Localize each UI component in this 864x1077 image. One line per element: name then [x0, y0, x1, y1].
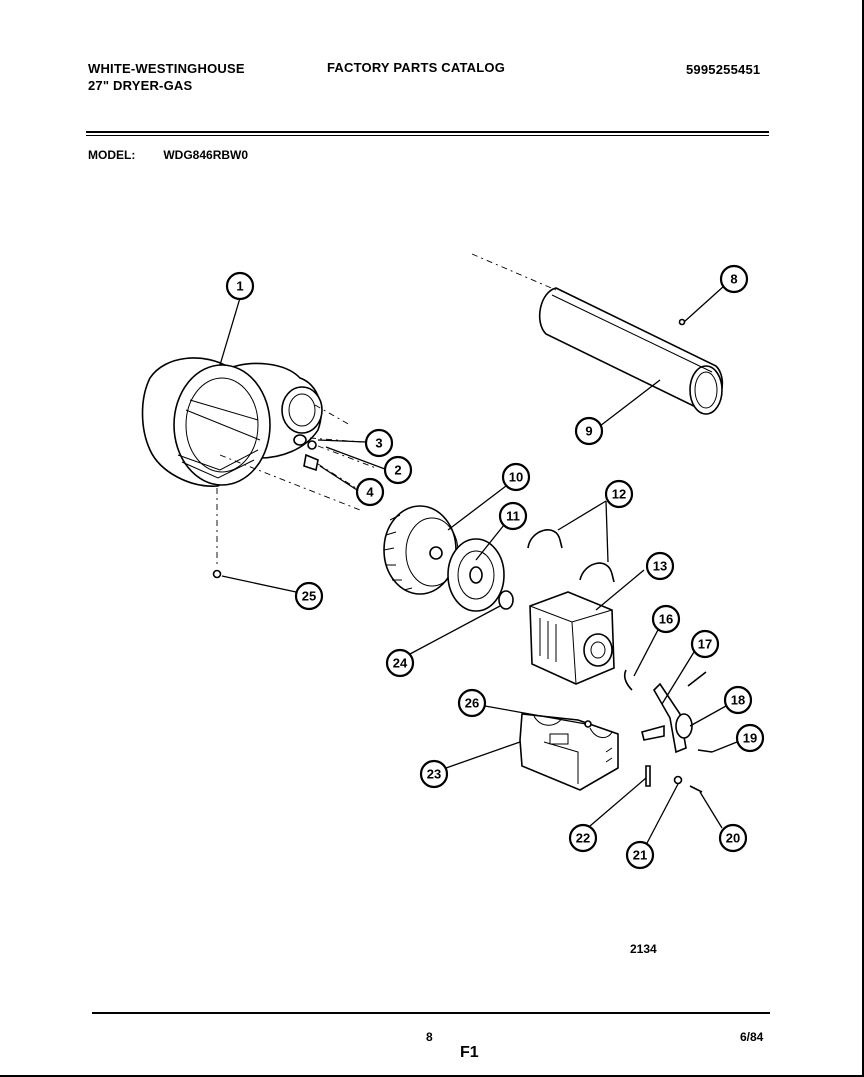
drive-motor: [529, 591, 615, 685]
model-number: WDG846RBW0: [163, 148, 249, 162]
callout-20: 20: [718, 823, 748, 853]
header-left: WHITE-WESTINGHOUSE 27" DRYER-GAS: [88, 60, 245, 94]
brand-name: WHITE-WESTINGHOUSE: [88, 61, 245, 76]
svg-text:10: 10: [509, 470, 523, 485]
callout-12: 12: [604, 479, 634, 509]
svg-text:23: 23: [427, 767, 441, 782]
callout-25: 25: [294, 581, 324, 611]
svg-text:22: 22: [576, 831, 590, 846]
idler-assembly: [641, 671, 707, 754]
svg-text:1: 1: [236, 279, 243, 294]
screw-25: [212, 488, 222, 579]
svg-text:12: 12: [612, 487, 626, 502]
callout-10: 10: [501, 462, 531, 492]
callout-9: 9: [574, 416, 604, 446]
svg-text:16: 16: [659, 612, 673, 627]
motor-clamps: [527, 529, 615, 583]
svg-text:17: 17: [698, 637, 712, 652]
motor-mount: [519, 713, 619, 791]
svg-text:8: 8: [730, 272, 737, 287]
motor-coupling: [498, 590, 514, 610]
blower-wheel: [383, 505, 459, 595]
idler-hardware: [645, 749, 713, 793]
callout-8: 8: [719, 264, 749, 294]
svg-text:3: 3: [375, 436, 382, 451]
callout-11: 11: [498, 501, 528, 531]
svg-text:26: 26: [465, 696, 479, 711]
callout-3: 3: [364, 428, 394, 458]
product-name: 27" DRYER-GAS: [88, 78, 193, 93]
callout-19: 19: [735, 723, 765, 753]
leader-lines: [219, 285, 738, 846]
page-number: 8: [426, 1030, 433, 1044]
callout-2: 2: [383, 455, 413, 485]
header-rule: [86, 131, 769, 133]
svg-text:13: 13: [653, 559, 667, 574]
blower-housing: [141, 357, 323, 487]
callout-17: 17: [690, 629, 720, 659]
footer-rule: [92, 1012, 770, 1014]
figure-id: F1: [460, 1044, 479, 1061]
model-label: MODEL:: [88, 148, 136, 162]
callout-21: 21: [625, 840, 655, 870]
callout-26: 26: [457, 688, 487, 718]
callout-23: 23: [419, 759, 449, 789]
svg-text:9: 9: [585, 424, 592, 439]
svg-text:25: 25: [302, 589, 316, 604]
revision-date: 6/84: [740, 1030, 764, 1044]
callout-22: 22: [568, 823, 598, 853]
svg-text:24: 24: [393, 656, 408, 671]
callout-13: 13: [645, 551, 675, 581]
svg-text:4: 4: [366, 485, 374, 500]
catalog-part-number: 5995255451: [686, 62, 761, 77]
header-rule-thin: [86, 135, 769, 136]
exhaust-duct: [471, 253, 724, 415]
callout-16: 16: [651, 604, 681, 634]
callout-1: 1: [225, 271, 255, 301]
svg-text:20: 20: [726, 831, 740, 846]
model-line: MODEL: WDG846RBW0: [88, 148, 248, 162]
svg-text:19: 19: [743, 731, 757, 746]
svg-text:11: 11: [506, 509, 520, 524]
svg-text:21: 21: [633, 848, 647, 863]
svg-text:18: 18: [731, 693, 745, 708]
catalog-title: FACTORY PARTS CATALOG: [327, 60, 506, 75]
callout-18: 18: [723, 685, 753, 715]
hardware-2-3-4: [219, 404, 377, 511]
callout-4: 4: [355, 477, 385, 507]
callout-24: 24: [385, 648, 415, 678]
idler-spring-16: [623, 669, 633, 691]
svg-text:2: 2: [394, 463, 401, 478]
drawing-number: 2134: [630, 942, 657, 956]
drive-pulley: [447, 538, 505, 612]
